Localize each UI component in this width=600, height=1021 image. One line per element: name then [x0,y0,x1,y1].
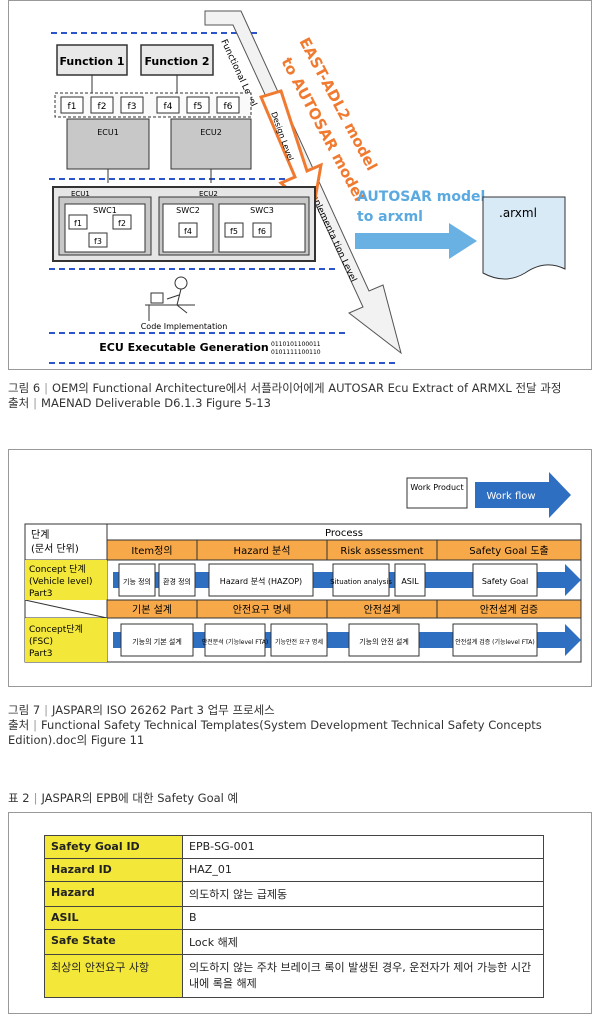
binary-line-2: 0101111100110 [271,349,321,356]
table-2-caption: 표 2|JASPAR의 EPB에 대한 Safety Goal 예 [8,791,239,805]
table-label: 표 2 [8,791,30,805]
f-box: f6 [258,227,266,236]
ecu2-label: ECU2 [199,190,218,198]
phase-top: Safety Goal 도출 [469,545,549,557]
row1-box: Situation analysis [330,578,392,586]
phase-bottom: 안전설계 [364,604,401,616]
table-key: ASIL [44,906,183,930]
row2-label: (FSC) [29,637,53,647]
f-box: f5 [230,227,238,236]
caption-text: JASPAR의 ISO 26262 Part 3 업무 프로세스 [52,703,275,717]
table-title: JASPAR의 EPB에 대한 Safety Goal 예 [41,791,239,805]
header-stage: 단계 [31,529,49,541]
row2-box: 안전분석 (기능level FTA) [202,638,269,646]
work-flow-label: Work flow [486,491,535,502]
arxml-label: .arxml [499,206,537,220]
header-stage-sub: (문서 단위) [31,542,79,555]
caption-label: 그림 6 [8,381,41,395]
phase-bottom: 기본 설계 [132,604,172,616]
ecu1-small-label: ECU1 [97,128,119,137]
phase-top: Risk assessment [340,546,423,557]
figure-6-diagram: Functional Level Implementa tion Level D… [8,0,592,370]
table-key: Safety Goal ID [44,835,183,859]
row2-box: 기능의 기본 설계 [132,637,182,646]
row2-label: Part3 [29,649,53,659]
figure-7-caption: 그림 7|JASPAR의 ISO 26262 Part 3 업무 프로세스 출처… [8,703,542,747]
autosar-label-2: to arxml [357,209,423,225]
source-text: Functional Safety Technical Templates(Sy… [8,718,542,747]
caption-text: OEM의 Functional Architecture에서 서플라이어에게 A… [52,381,562,395]
f-box: f2 [98,102,107,112]
table-value: B [182,906,544,930]
row2-box: 기능안전 요구 명세 [275,638,323,646]
header-process: Process [325,528,363,539]
row2-box: 안전설계 검증 (기능level FTA) [455,638,534,646]
phase-bottom: 안전설계 검증 [480,604,538,616]
function-2-label: Function 2 [144,55,209,68]
functional-architecture-diagram: Functional Level Implementa tion Level D… [49,10,566,364]
row1-box: ASIL [401,577,419,586]
f-box: f5 [194,102,203,112]
table-key: 최상의 안전요구 사항 [44,954,183,998]
row1-label: Part3 [29,589,53,599]
f-box: f4 [184,227,192,236]
f-box: f6 [224,102,233,112]
function-1-label: Function 1 [59,55,124,68]
f-box: f4 [164,102,173,112]
row2-box: 기능의 안전 설계 [359,637,409,646]
row1-box: Hazard 분석 (HAZOP) [220,576,302,586]
source-label: 출처 [8,718,30,732]
row1-box: 환경 정의 [163,577,191,586]
binary-line-1: 0110101100011 [271,341,321,348]
table-value: Lock 해제 [182,929,544,955]
f-box: f1 [74,219,82,228]
caption-label: 그림 7 [8,703,41,717]
f-box: f2 [118,219,126,228]
table-value: 의도하지 않는 급제동 [182,881,544,907]
source-label: 출처 [8,396,30,410]
ecu-executable-label: ECU Executable Generation [99,341,268,354]
ecu1-label: ECU1 [71,190,90,198]
f-box: f3 [128,102,137,112]
table-key: Hazard [44,881,183,907]
row1-box: Safety Goal [482,577,528,586]
phase-bottom: 안전요구 명세 [233,604,291,616]
code-implementation-label: Code Implementation [141,322,228,331]
table-value: EPB-SG-001 [182,835,544,859]
autosar-label-1: AUTOSAR model [357,189,485,205]
figure-6-caption: 그림 6|OEM의 Functional Architecture에서 서플라이… [8,381,562,410]
work-product-text: Work Product [410,483,463,492]
swc1-label: SWC1 [93,206,117,215]
table-value: 의도하지 않는 주차 브레이크 록이 발생된 경우, 운전자가 제어 가능한 시… [182,954,544,998]
f-box: f3 [94,237,102,246]
swc3-label: SWC3 [250,206,274,215]
row2-label: Concept단계 [29,623,83,635]
table-key: Safe State [44,929,183,955]
table-value: HAZ_01 [182,858,544,882]
small-f-boxes: f1 f2 f3 f4 f5 f6 [60,96,240,114]
ecu2-small-label: ECU2 [200,128,222,137]
row1-label: (Vehicle level) [29,577,92,587]
f-box: f1 [68,102,77,112]
phase-top: Item정의 [131,545,172,557]
phase-top: Hazard 분석 [234,545,291,557]
programmer-icon [145,276,195,321]
figure-7-diagram: Work Product Work flow 단계 (문서 단위) Proces… [8,449,592,687]
work-product-label: Work Product [410,483,463,492]
table-key: Hazard ID [44,858,183,882]
row1-label: Concept 단계 [29,563,86,575]
row1-box: 기능 정의 [123,577,151,586]
source-text: MAENAD Deliverable D6.1.3 Figure 5-13 [41,396,271,410]
iso26262-process-diagram: Work Product Work flow 단계 (문서 단위) Proces… [24,472,582,663]
swc2-label: SWC2 [176,206,200,215]
